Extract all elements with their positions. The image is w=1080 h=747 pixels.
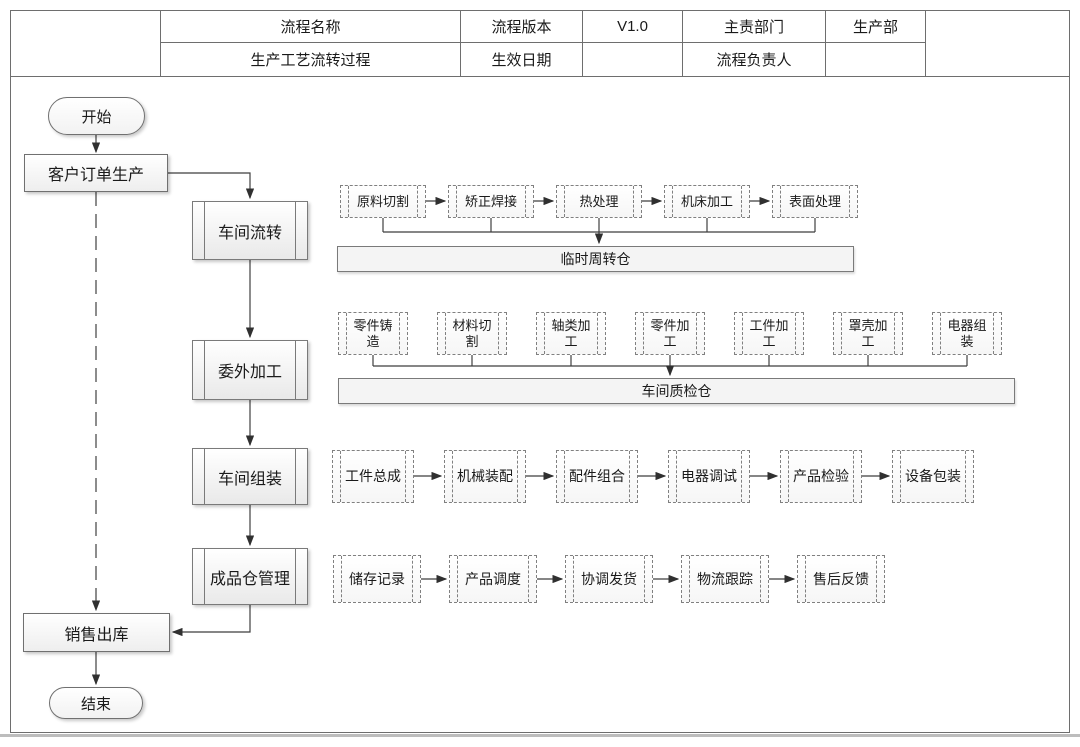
page-bottom-edge (0, 734, 1080, 737)
process-version-value: V1.0 (582, 10, 682, 43)
row4-step: 储存记录 (333, 555, 421, 603)
stage-outsource: 委外加工 (192, 340, 308, 400)
row3-step: 产品检验 (780, 450, 862, 503)
end-node: 结束 (49, 687, 143, 719)
row2-step: 罩壳加工 (833, 312, 903, 355)
temp-warehouse-node: 临时周转仓 (337, 246, 854, 272)
row1-step: 机床加工 (664, 185, 750, 218)
header-logo-cell (10, 10, 160, 76)
customer-order-node: 客户订单生产 (24, 154, 168, 192)
header-empty-cell (925, 10, 1070, 76)
row4-step: 产品调度 (449, 555, 537, 603)
process-owner-value (825, 43, 925, 76)
row3-step: 工件总成 (332, 450, 414, 503)
process-owner-label: 流程负责人 (682, 43, 825, 76)
row1-step: 矫正焊接 (448, 185, 534, 218)
row4-step: 物流跟踪 (681, 555, 769, 603)
sales-out-node: 销售出库 (23, 613, 170, 652)
row4-step: 协调发货 (565, 555, 653, 603)
row1-step: 热处理 (556, 185, 642, 218)
row3-step: 机械装配 (444, 450, 526, 503)
process-name-label: 流程名称 (160, 10, 460, 43)
row2-step: 零件加工 (635, 312, 705, 355)
stage-workshop-flow: 车间流转 (192, 201, 308, 260)
row1-step: 表面处理 (772, 185, 858, 218)
process-version-label: 流程版本 (460, 10, 582, 43)
row2-step: 材料切割 (437, 312, 507, 355)
row2-step: 轴类加工 (536, 312, 606, 355)
header-table: 流程名称 流程版本 V1.0 主责部门 生产部 生产工艺流转过程 生效日期 流程… (10, 10, 1070, 77)
row2-step: 工件加工 (734, 312, 804, 355)
start-node: 开始 (48, 97, 145, 135)
row4-step: 售后反馈 (797, 555, 885, 603)
row3-step: 电器调试 (668, 450, 750, 503)
process-name-value: 生产工艺流转过程 (160, 43, 460, 76)
qc-warehouse-node: 车间质检仓 (338, 378, 1015, 404)
responsible-dept-value: 生产部 (825, 10, 925, 43)
row2-step: 零件铸造 (338, 312, 408, 355)
row1-step: 原料切割 (340, 185, 426, 218)
row3-step: 设备包装 (892, 450, 974, 503)
effective-date-value (582, 43, 682, 76)
stage-assembly: 车间组装 (192, 448, 308, 505)
effective-date-label: 生效日期 (460, 43, 582, 76)
stage-finished-warehouse: 成品仓管理 (192, 548, 308, 605)
row3-step: 配件组合 (556, 450, 638, 503)
responsible-dept-label: 主责部门 (682, 10, 825, 43)
row2-step: 电器组装 (932, 312, 1002, 355)
